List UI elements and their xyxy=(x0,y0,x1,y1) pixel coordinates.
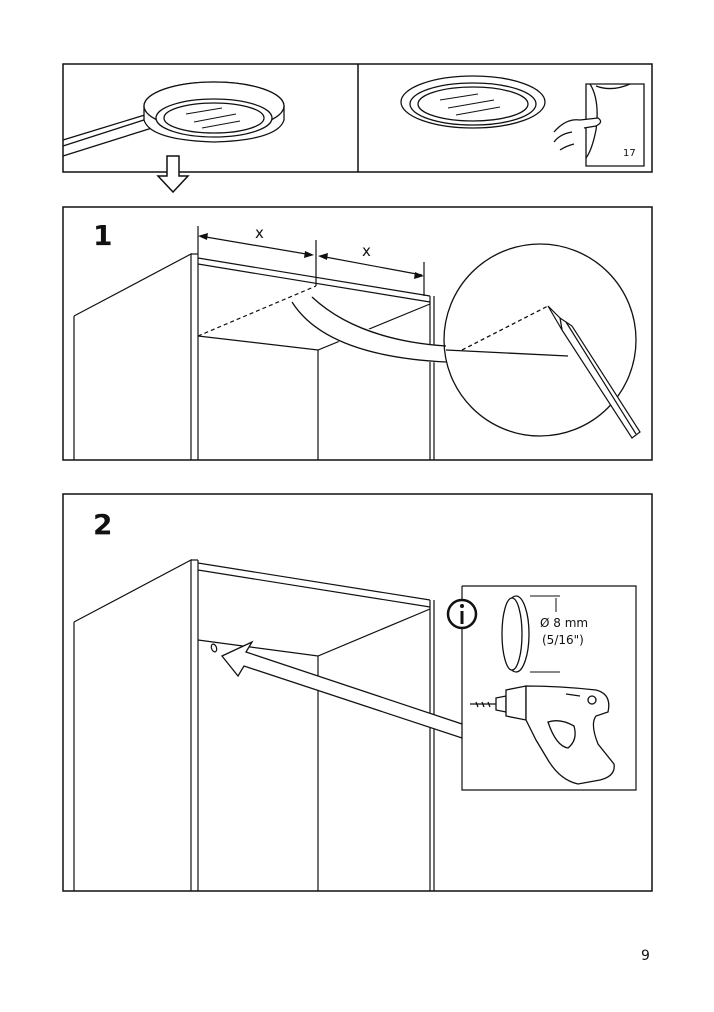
dimension-arrowheads xyxy=(198,233,424,279)
page-number: 9 xyxy=(641,948,650,964)
pencil-icon xyxy=(547,305,641,439)
cabinet xyxy=(73,253,435,460)
dimension-label: x xyxy=(255,224,264,242)
step-number: 1 xyxy=(93,219,113,252)
magnifier-callout xyxy=(290,243,637,437)
light-fixture-with-cable xyxy=(62,81,285,157)
hole-diameter-label: Ø 8 mm xyxy=(540,616,589,630)
light-fixture-top-view xyxy=(400,75,546,129)
step-number: 2 xyxy=(93,508,113,541)
hole-diameter-imperial-label: (5/16") xyxy=(542,633,584,647)
dimension-lines xyxy=(197,226,425,296)
cabinet xyxy=(73,559,435,891)
info-icon xyxy=(446,598,478,630)
see-page-icon xyxy=(553,83,645,167)
down-arrow-icon xyxy=(156,155,190,194)
hole-diameter-disc xyxy=(501,595,560,673)
pointer-arrow xyxy=(220,640,463,739)
page-reference: 17 xyxy=(623,148,636,159)
dimension-label: x xyxy=(362,242,371,260)
drill-icon xyxy=(470,685,615,785)
